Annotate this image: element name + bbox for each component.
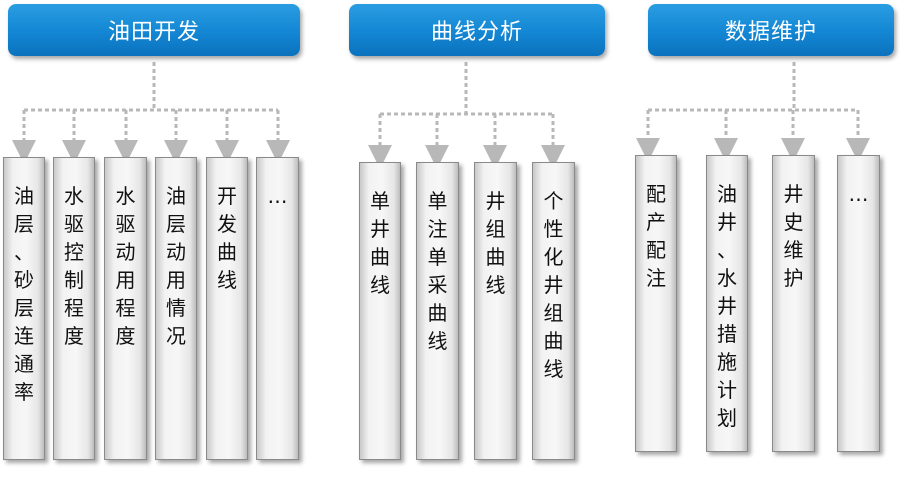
- column-item: 油 层 、 砂 层 连 通 率: [3, 157, 45, 460]
- column-item: 单 注 单 采 曲 线: [416, 162, 459, 460]
- column-label: 单 注 单 采 曲 线: [427, 189, 448, 353]
- column-item: 井 组 曲 线: [474, 162, 517, 460]
- header-data-maintenance: 数据维护: [648, 4, 894, 56]
- column-item: 单 井 曲 线: [359, 162, 401, 460]
- column-item: 油 层 动 用 情 况: [155, 157, 197, 460]
- column-item-more: …: [837, 155, 880, 452]
- column-label: 水 驱 动 用 程 度: [115, 184, 136, 348]
- column-label: 井 史 维 护: [783, 182, 804, 290]
- column-label: …: [267, 184, 288, 208]
- header-curve-analysis: 曲线分析: [349, 4, 605, 56]
- column-item: 井 史 维 护: [772, 155, 815, 452]
- column-label: 水 驱 控 制 程 度: [64, 184, 84, 348]
- column-item-more: …: [256, 157, 299, 460]
- column-item: 水 驱 动 用 程 度: [104, 157, 147, 460]
- column-item: 开 发 曲 线: [206, 157, 248, 460]
- column-label: 油 井 、 水 井 措 施 计 划: [717, 182, 737, 430]
- column-label: 开 发 曲 线: [217, 184, 237, 292]
- column-item: 个 性 化 井 组 曲 线: [532, 162, 575, 460]
- header-oilfield-development: 油田开发: [8, 4, 300, 56]
- column-label: 个 性 化 井 组 曲 线: [543, 189, 564, 381]
- column-label: 油 层 动 用 情 况: [166, 184, 186, 348]
- column-label: 配 产 配 注: [646, 182, 666, 290]
- column-label: 井 组 曲 线: [485, 189, 506, 297]
- column-label: 油 层 、 砂 层 连 通 率: [14, 184, 34, 404]
- column-label: 单 井 曲 线: [370, 189, 390, 297]
- column-item: 配 产 配 注: [635, 155, 677, 452]
- column-item: 水 驱 控 制 程 度: [53, 157, 95, 460]
- column-item: 油 井 、 水 井 措 施 计 划: [706, 155, 748, 452]
- column-label: …: [848, 182, 869, 206]
